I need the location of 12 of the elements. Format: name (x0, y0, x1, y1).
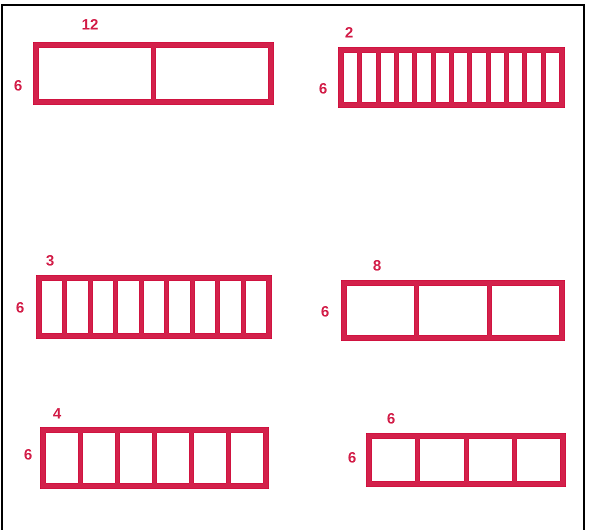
dimension-label: 4 (52, 406, 62, 422)
dimension-label: 6 (14, 78, 22, 94)
dimension-label: 6 (318, 82, 328, 96)
dimension-label: 3 (46, 254, 54, 268)
dimension-label: 6 (24, 448, 32, 462)
dimension-label: 8 (372, 258, 382, 274)
dimension-label: 12 (82, 18, 98, 32)
dimension-label: 6 (386, 412, 396, 426)
dimension-label: 2 (344, 26, 354, 40)
dimension-label: 6 (320, 304, 330, 320)
dimension-label: 6 (16, 300, 24, 316)
dimension-label: 6 (348, 450, 356, 466)
